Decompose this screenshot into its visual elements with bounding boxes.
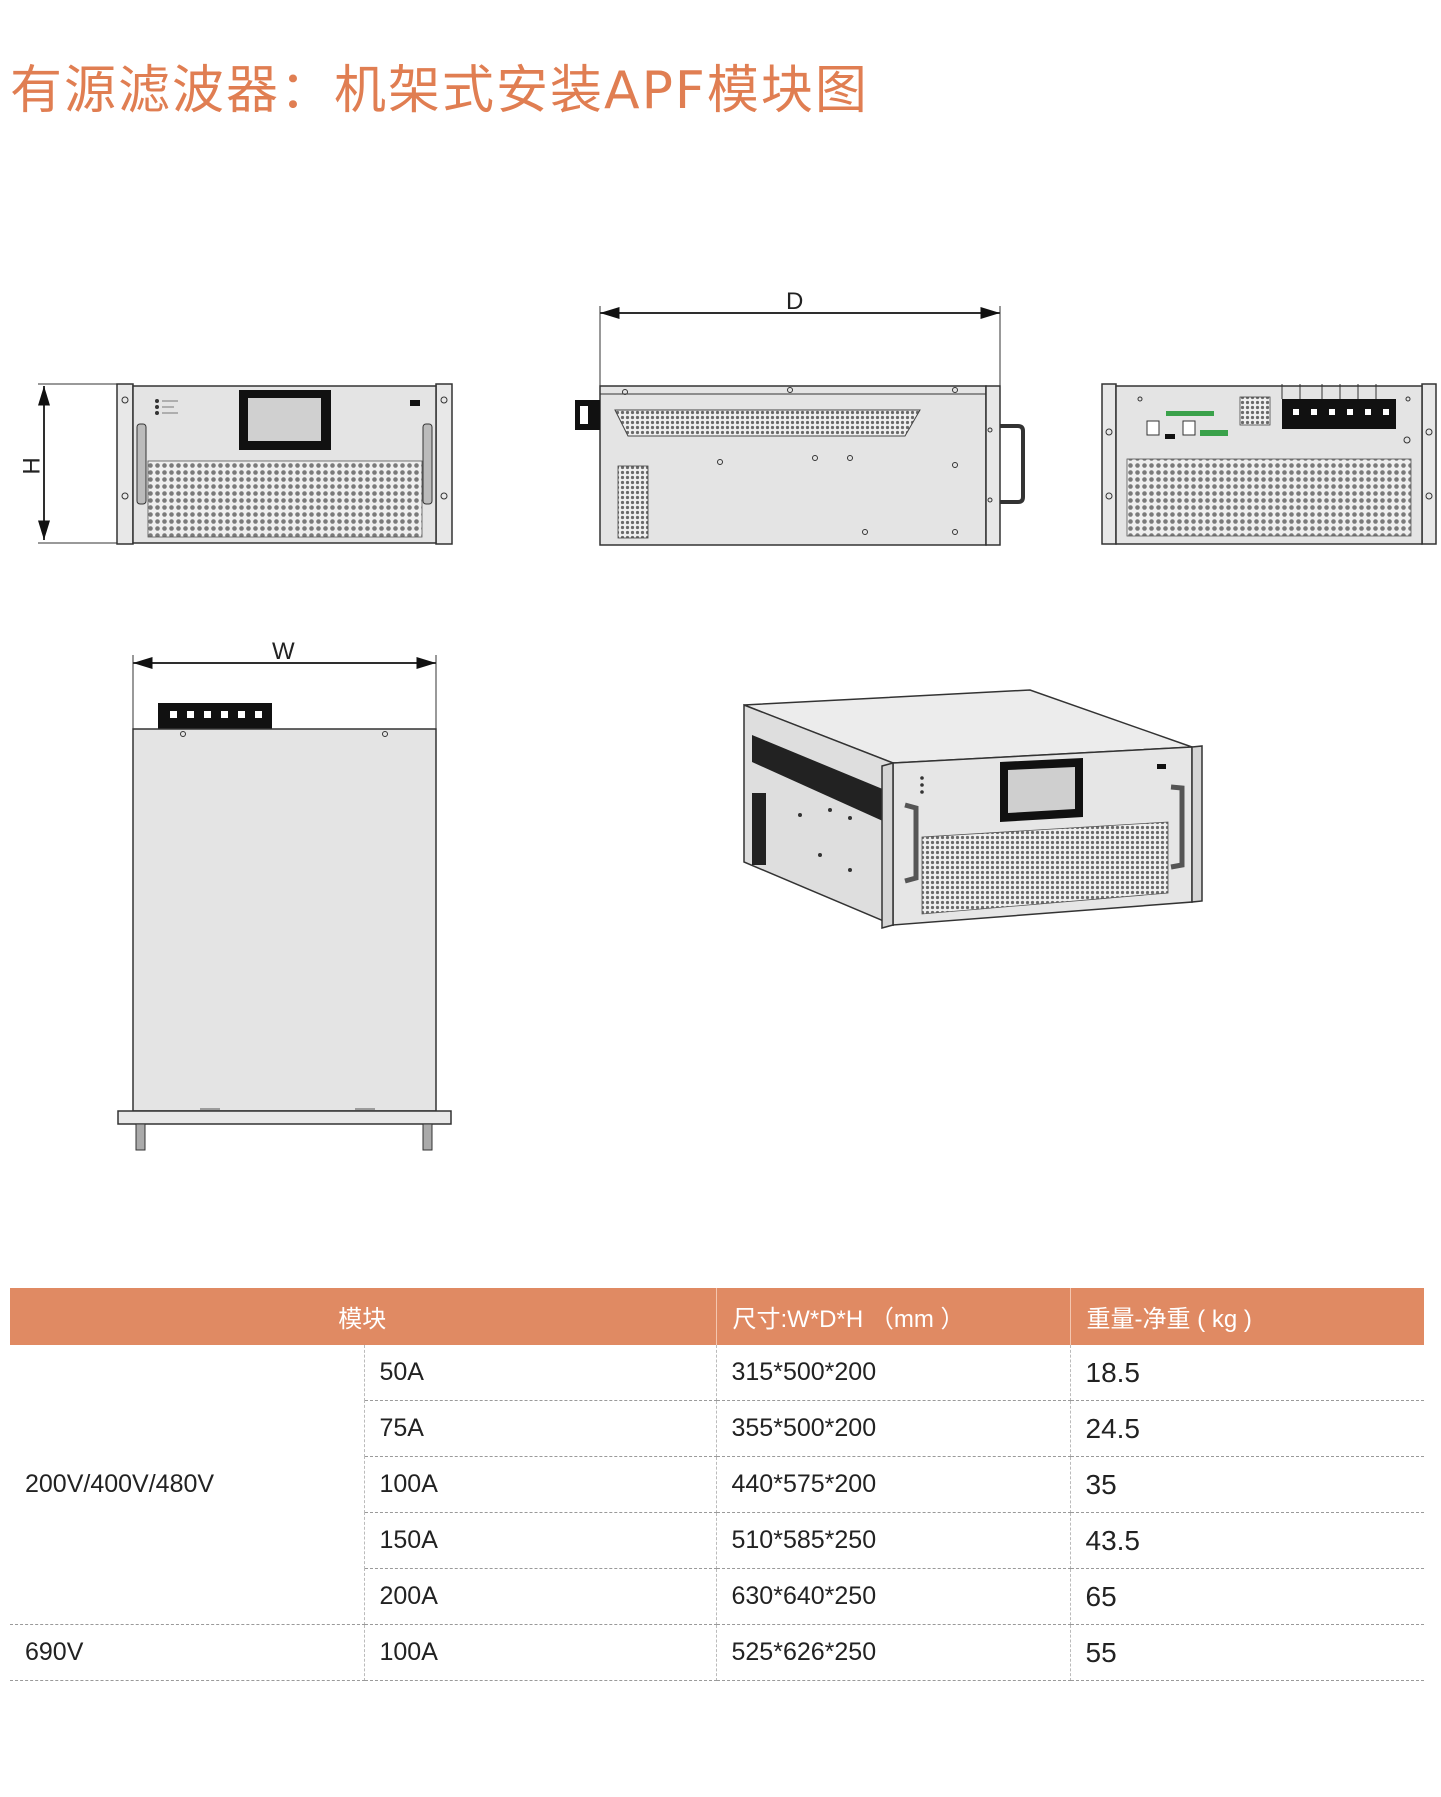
isometric-view (743, 689, 1203, 929)
top-view (117, 655, 452, 1151)
technical-drawings (38, 306, 1437, 1151)
module-cell: 50A (364, 1345, 717, 1401)
table-header-row: 模块 尺寸:W*D*H （mm ） 重量-净重 ( kg ) (10, 1288, 1424, 1345)
module-cell: 75A (364, 1400, 717, 1457)
table-row: 690V 100A 525*626*250 55 (10, 1624, 1424, 1681)
dims-cell: 630*640*250 (716, 1568, 1071, 1625)
height-label: H (18, 457, 46, 475)
module-cell: 100A (364, 1456, 717, 1513)
header-dimensions: 尺寸:W*D*H （mm ） (716, 1288, 1071, 1345)
page-title: 有源滤波器：机架式安装APF模块图 (10, 61, 869, 121)
rear-view (1101, 383, 1437, 545)
voltage-cell: 690V (10, 1624, 365, 1681)
dims-cell: 355*500*200 (716, 1400, 1071, 1457)
module-cell: 100A (364, 1624, 717, 1681)
dims-cell: 315*500*200 (716, 1345, 1071, 1401)
header-module: 模块 (10, 1288, 717, 1345)
width-label: W (272, 638, 295, 665)
dims-cell: 510*585*250 (716, 1512, 1071, 1569)
front-view (38, 383, 453, 545)
module-cell: 200A (364, 1568, 717, 1625)
weight-cell: 55 (1070, 1624, 1424, 1681)
voltage-cell: 200V/400V/480V (10, 1345, 365, 1625)
header-weight: 重量-净重 ( kg ) (1070, 1288, 1424, 1345)
spec-table: 模块 尺寸:W*D*H （mm ） 重量-净重 ( kg ) 200V/400V… (10, 1288, 1424, 1681)
weight-cell: 24.5 (1070, 1400, 1424, 1457)
table-row: 150A 510*585*250 43.5 (10, 1512, 1424, 1569)
depth-label: D (786, 288, 804, 315)
table-row: 75A 355*500*200 24.5 (10, 1400, 1424, 1457)
table-row: 200A 630*640*250 65 (10, 1568, 1424, 1625)
side-view (575, 306, 1025, 546)
module-cell: 150A (364, 1512, 717, 1569)
weight-cell: 43.5 (1070, 1512, 1424, 1569)
table-row: 100A 440*575*200 35 (10, 1456, 1424, 1513)
weight-cell: 65 (1070, 1568, 1424, 1625)
dims-cell: 525*626*250 (716, 1624, 1071, 1681)
weight-cell: 35 (1070, 1456, 1424, 1513)
weight-cell: 18.5 (1070, 1345, 1424, 1401)
table-row: 200V/400V/480V 50A 315*500*200 18.5 (10, 1345, 1424, 1625)
dims-cell: 440*575*200 (716, 1456, 1071, 1513)
